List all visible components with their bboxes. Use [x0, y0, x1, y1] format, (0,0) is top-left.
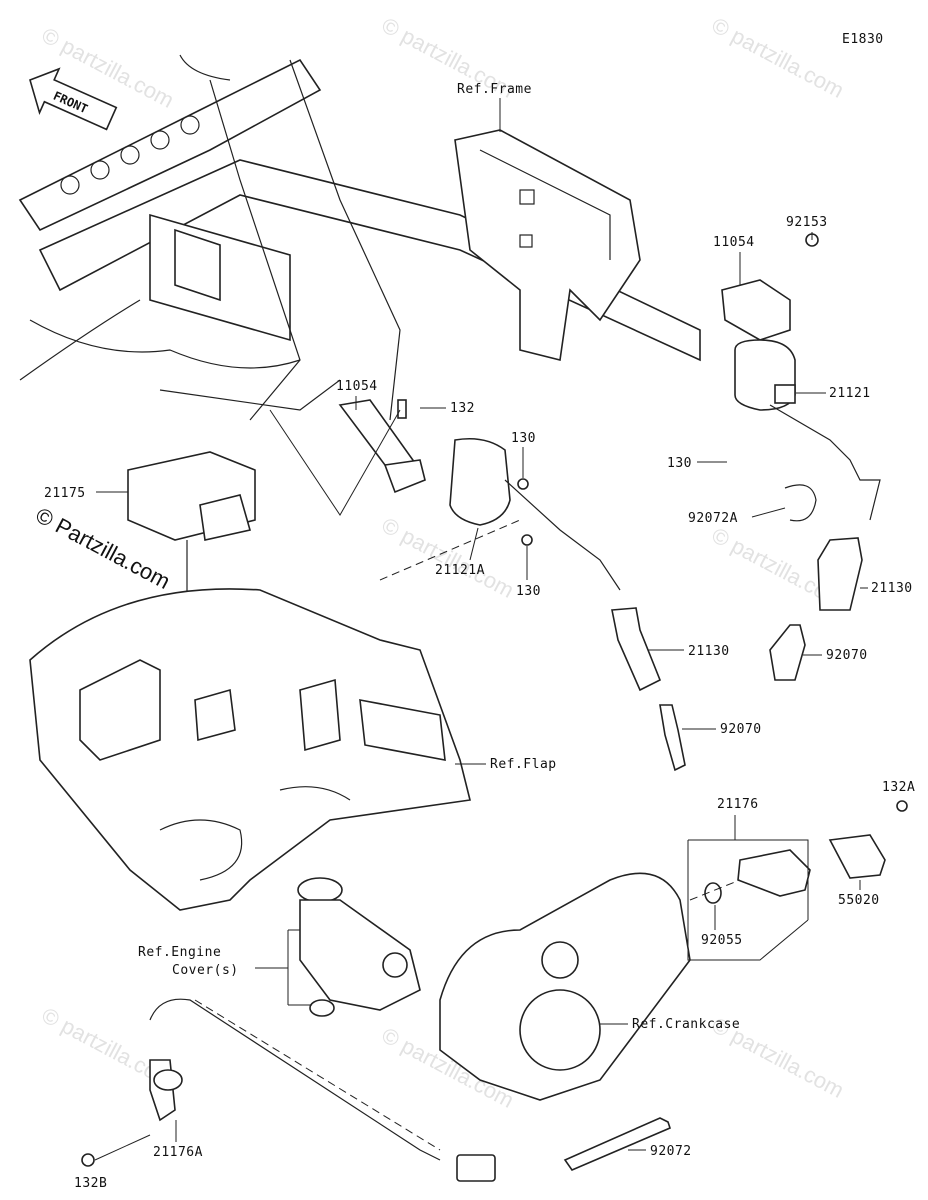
part-number-21176: 21176	[717, 797, 759, 812]
part-number-21121A: 21121A	[435, 563, 485, 578]
ref-engine-label-2: Cover(s)	[172, 963, 239, 978]
label-21130a: 21130	[648, 644, 730, 659]
watermark-text: © partzilla.com	[378, 512, 518, 603]
sensor-21176A	[81, 998, 496, 1182]
spark-plug-92070-b	[769, 624, 806, 681]
part-number-92072: 92072	[650, 1144, 692, 1159]
clamp-92072A	[784, 484, 817, 522]
ignition-coil-21121	[721, 233, 881, 521]
dashed-connector	[689, 879, 741, 901]
part-number-21175: 21175	[44, 486, 86, 501]
part-number-130: 130	[516, 584, 541, 599]
label-130c: 130	[516, 546, 541, 599]
label-132B: 132B	[74, 1134, 151, 1191]
part-number-21130: 21130	[871, 581, 913, 596]
part-number-55020: 55020	[838, 893, 880, 908]
plug-cap-21130-a	[611, 607, 662, 692]
part-number-92055: 92055	[701, 933, 743, 948]
part-number-92153: 92153	[786, 215, 828, 230]
ref-engine-leader	[255, 929, 312, 1006]
plug-cap-21130-b	[817, 537, 863, 611]
label-132: 132	[420, 401, 475, 416]
part-number-11054: 11054	[336, 379, 378, 394]
part-number-132A: 132A	[882, 780, 915, 795]
ref-frame-label: Ref.Frame	[457, 82, 532, 97]
dashed-connector	[194, 999, 441, 1151]
watermark-text: © partzilla.com	[708, 12, 848, 103]
part-number-132: 132	[450, 401, 475, 416]
ref-crankcase-label: Ref.Crankcase	[632, 1017, 740, 1032]
label-132A: 132A	[882, 780, 915, 795]
diagram-code: E1830	[842, 32, 884, 47]
crank-sensor-21176	[704, 800, 908, 904]
part-number-132B: 132B	[74, 1176, 107, 1191]
ecu-21175	[127, 451, 256, 700]
label-21121: 21121	[796, 386, 871, 401]
label-11054a: 11054	[713, 235, 755, 285]
coil-bracket-leader	[269, 409, 401, 516]
label-21176: 21176	[717, 797, 759, 812]
ignition-coil-21121A	[338, 399, 621, 591]
part-number-92070: 92070	[720, 722, 762, 737]
ref-flap-label: Ref.Flap	[490, 757, 557, 772]
label-92070a: 92070	[682, 722, 762, 737]
label-130b: 130	[511, 431, 536, 478]
label-21176A: 21176A	[153, 1120, 203, 1160]
part-number-130: 130	[667, 456, 692, 471]
spark-plug-92070-a	[659, 704, 686, 772]
part-number-92070: 92070	[826, 648, 868, 663]
label-92070b: 92070	[803, 648, 868, 663]
label-21175: 21175	[44, 486, 128, 501]
part-number-11054: 11054	[713, 235, 755, 250]
part-number-130: 130	[511, 431, 536, 446]
part-number-92072A: 92072A	[688, 511, 738, 526]
part-number-21176A: 21176A	[153, 1145, 203, 1160]
label-92072: 92072	[628, 1144, 692, 1159]
label-130a: 130	[667, 456, 727, 471]
label-11054b: 11054	[336, 379, 378, 410]
ref-engine-label-1: Ref.Engine	[138, 945, 221, 960]
cable-tie-92072	[563, 1117, 671, 1171]
label-21121A: 21121A	[435, 527, 485, 578]
frame-drawing	[18, 54, 701, 421]
crankcase-drawing	[439, 872, 691, 1101]
label-21130b: 21130	[860, 581, 913, 596]
label-55020: 55020	[838, 880, 880, 908]
part-number-21130: 21130	[688, 644, 730, 659]
label-92153: 92153	[786, 215, 828, 240]
bracket-21176	[687, 839, 809, 961]
engine-cover-drawing	[297, 877, 421, 1017]
label-92055: 92055	[701, 905, 743, 948]
part-number-21121: 21121	[829, 386, 871, 401]
label-92072A: 92072A	[688, 507, 786, 526]
flap-drawing	[29, 588, 471, 911]
